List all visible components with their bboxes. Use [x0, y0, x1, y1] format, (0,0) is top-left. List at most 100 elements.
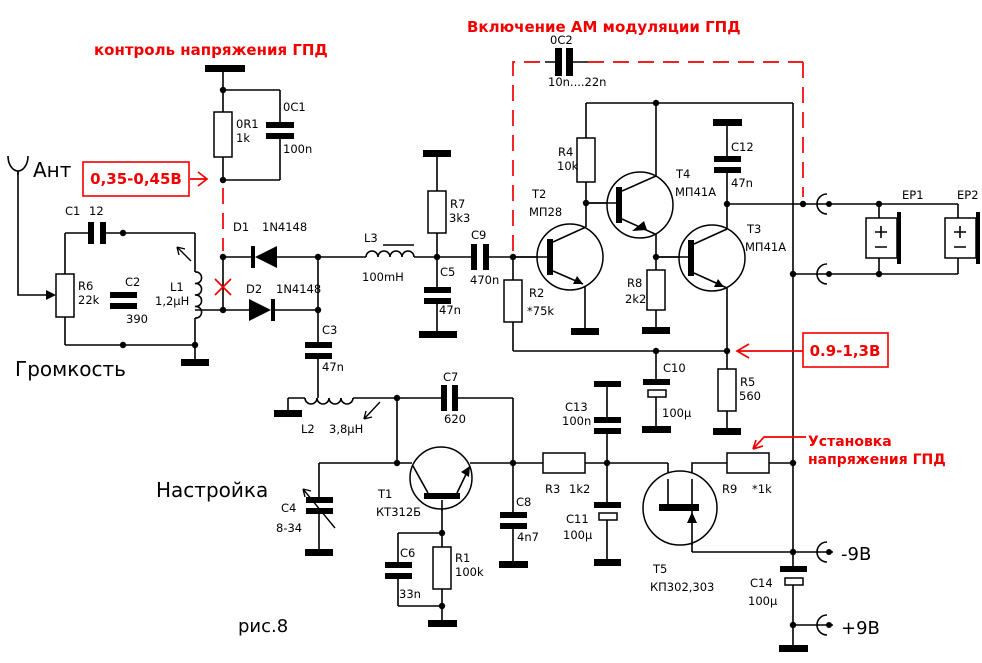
transistor-t1: [409, 446, 473, 510]
transistor-t5-fet: [642, 470, 718, 546]
ground-symbols: [181, 65, 808, 652]
antenna-label: Ант: [33, 158, 72, 182]
l1-val: 1,2µH: [155, 294, 189, 308]
tuning-label: Настройка: [156, 478, 268, 502]
r6-val: 22k: [78, 293, 100, 307]
resistor-r7: [427, 190, 447, 234]
resistor-r9: [726, 452, 770, 474]
t1-ref: T1: [377, 487, 392, 501]
t2-val: МП28: [529, 205, 562, 219]
c0c1-val: 100n: [283, 142, 312, 156]
r7-val: 3k3: [449, 211, 470, 225]
r3-ref: R3: [545, 482, 560, 496]
t5-ref: T5: [652, 562, 667, 576]
r2-ref: R2: [529, 286, 544, 300]
connector-sockets: [816, 193, 828, 636]
callout-v-emitter: 0.9-1,3В: [810, 342, 881, 360]
r9-val: *1k: [752, 482, 772, 496]
cap-c4: [306, 497, 333, 503]
callout-1-arrow: [190, 171, 209, 187]
t3-val: МП41А: [745, 240, 786, 254]
resistor-0r1: [213, 111, 233, 158]
r5-val: 560: [739, 389, 761, 403]
r6-wiper-arrow: [46, 290, 56, 300]
c0c2-ref: 0C2: [550, 33, 573, 47]
c2-ref: C2: [125, 275, 140, 289]
ep2-ref: EP2: [957, 188, 979, 202]
transistor-t4: [606, 171, 674, 239]
d1-val: 1N4148: [262, 220, 307, 234]
c4-ref: C4: [281, 501, 296, 515]
title-am-mod: Включение АМ модуляции ГПД: [467, 18, 741, 36]
d1-ref: D1: [233, 220, 249, 234]
c8-ref: C8: [516, 495, 531, 509]
am-mod-dashed-loop: [512, 61, 804, 251]
cap-c10: [643, 379, 670, 385]
r4-val: 10k: [557, 159, 579, 173]
r8-ref: R8: [627, 276, 642, 290]
l2-trimmer-arrow: [363, 401, 381, 420]
t1-val: КТ312Б: [376, 505, 421, 519]
inductor-l1-coil: [194, 271, 203, 319]
r7-ref: R7: [450, 197, 465, 211]
cap-c1: [88, 222, 94, 244]
voltage-callout-box-1: [82, 161, 190, 197]
antenna-icon: [7, 155, 29, 175]
inductor-l3-coil: [365, 250, 415, 258]
l1-trimmer-arrow: [176, 246, 192, 262]
cap-0c2: [555, 48, 562, 76]
cap-c2: [110, 292, 137, 298]
d2-removed-x-icon: [214, 278, 232, 296]
title-monitor: контроль напряжения ГПД: [94, 41, 328, 59]
set-voltage-arrow: [752, 436, 806, 450]
c11-val: 100µ: [563, 528, 593, 542]
r1-ref: R1: [455, 551, 470, 565]
neg-supply-label: -9В: [841, 544, 871, 565]
cap-0c1: [266, 122, 294, 128]
c11-ref: C11: [566, 512, 589, 526]
c0c1-ref: 0C1: [283, 100, 306, 114]
c7-val: 620: [444, 412, 466, 426]
resistor-r4: [576, 137, 596, 183]
t2-ref: T2: [531, 187, 546, 201]
resistor-r1: [432, 546, 452, 590]
title-set-line1: Установка: [808, 434, 892, 450]
l2-val: 3,8µH: [329, 422, 363, 436]
c9-val: 470n: [470, 273, 499, 287]
c3-val: 47n: [322, 360, 344, 374]
c6-val: 33n: [399, 587, 421, 601]
cap-c7: [441, 385, 447, 411]
c7-ref: C7: [443, 370, 458, 384]
l3-ref: L3: [364, 231, 378, 245]
earphone-ep1: [865, 212, 901, 264]
t5-val: КП302,303: [650, 580, 714, 594]
cap-c11: [594, 502, 621, 508]
c10-ref: C10: [663, 361, 686, 375]
c10-val: 100µ: [662, 406, 692, 420]
c13-val: 100n: [562, 414, 591, 428]
c12-val: 47n: [731, 176, 753, 190]
resistor-r8: [646, 269, 666, 311]
c8-val: 4n7: [517, 530, 539, 544]
c5-ref: C5: [440, 265, 455, 279]
t4-ref: T4: [675, 167, 690, 181]
junction-dots: [119, 86, 883, 629]
r3-val: 1k2: [569, 482, 590, 496]
title-set-line2: напряжения ГПД: [808, 452, 946, 468]
c4-val: 8-34: [276, 521, 302, 535]
c12-ref: C12: [731, 140, 754, 154]
resistor-r3: [542, 452, 586, 474]
l3-val: 100mH: [362, 270, 404, 284]
cap-c8: [500, 512, 527, 518]
c5-val: 47n: [439, 303, 461, 317]
r5-ref: R5: [740, 375, 755, 389]
resistor-r5: [717, 368, 737, 412]
r0r1-val: 1k: [236, 131, 250, 145]
r8-val: 2k2: [625, 292, 646, 306]
c3-ref: C3: [322, 323, 337, 337]
capacitor-plates: [88, 48, 807, 586]
cap-c6: [385, 562, 412, 568]
r9-ref: R9: [722, 482, 737, 496]
l1-ref: L1: [170, 280, 184, 294]
